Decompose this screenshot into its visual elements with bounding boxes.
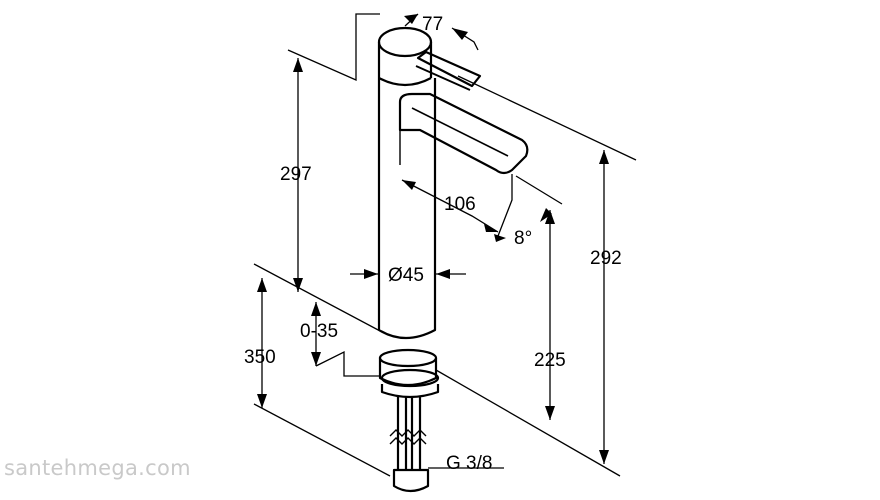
dimension-arrowheads bbox=[257, 14, 609, 464]
faucet-body bbox=[377, 78, 437, 340]
faucet-spout bbox=[398, 92, 529, 175]
label-worktop-thickness: 0-35 bbox=[300, 321, 338, 342]
label-total-height: 292 bbox=[590, 248, 622, 269]
label-connection-thread: G 3/8 bbox=[446, 453, 492, 474]
faucet-outline bbox=[377, 26, 529, 493]
label-outlet-height: 225 bbox=[534, 350, 566, 371]
label-spout-angle: 8° bbox=[514, 228, 532, 249]
faucet-base-ring bbox=[378, 348, 438, 368]
hose-break-symbol bbox=[389, 429, 427, 445]
dimension-labels: 77 297 106 8° 292 Ø45 0-35 350 225 G 3/8 bbox=[244, 14, 622, 474]
faucet-hoses bbox=[396, 396, 422, 470]
label-body-diameter: Ø45 bbox=[388, 265, 424, 286]
faucet-lever bbox=[416, 50, 482, 88]
label-hose-length: 350 bbox=[244, 347, 276, 368]
label-handle-width: 77 bbox=[422, 14, 443, 35]
label-spout-height: 297 bbox=[280, 164, 312, 185]
faucet-body-collar bbox=[378, 77, 432, 87]
label-spout-projection: 106 bbox=[444, 194, 476, 215]
dimension-lines bbox=[253, 13, 637, 477]
watermark: santehmega.com bbox=[4, 456, 191, 480]
